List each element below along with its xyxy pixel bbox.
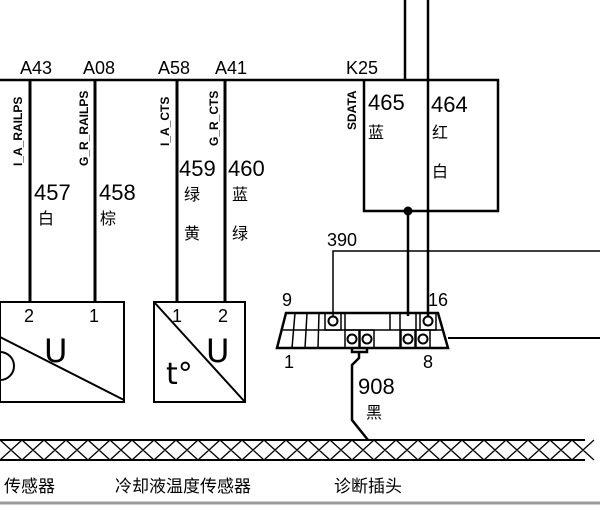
diag-pin-390 [327,315,339,327]
sensor1-pin-b: 1 [89,306,99,326]
wire-460-number: 460 [228,156,265,181]
wire-460-color2: 绿 [232,224,248,243]
sensor2-diagonal [153,301,246,403]
sensor1-diagonal [0,336,125,401]
signal-la-cts: I_A_CTS [158,97,172,146]
sensor1-symbol: U [44,332,67,370]
wire-390 [332,250,600,316]
label-diag-connector: 诊断插头 [334,477,402,497]
sensor2: 1 2 t° U [153,301,246,403]
diag-pin-1: 1 [284,352,294,372]
wire-459-color2: 黄 [184,224,200,243]
pin-a58: A58 [158,58,190,78]
diag-pin-out [417,333,429,345]
sensor1: 2 1 U [0,301,125,403]
sensor1-box [0,301,125,403]
wire-457-number: 457 [34,180,71,205]
wire-465-number: 465 [368,90,405,115]
sensor2-symbol: U [206,332,229,370]
pin-a41: A41 [215,58,247,78]
diag-pin-ground1 [346,333,358,345]
label-coolant-temp-sensor: 冷却液温度传感器 [115,477,251,497]
wire-465-color: 蓝 [368,123,384,142]
sensor1-arc [0,351,15,381]
ground-bus [0,439,595,461]
ground-bus-hatch [0,439,595,461]
wire-908-color: 黑 [366,403,382,422]
wire-458-number: 458 [99,180,136,205]
label-sensor1: 传感器 [4,477,55,497]
pin-k25: K25 [346,58,378,78]
sensor2-pin-b: 2 [218,306,228,326]
wire-464-color2: 白 [432,162,448,181]
wire-465-loop [362,78,500,213]
diag-pin-464 [422,315,434,327]
wire-464-color1: 红 [432,123,448,142]
wire-459-number: 459 [179,156,216,181]
signal-sdata: SDATA [345,90,359,130]
junction-dot [403,206,413,216]
pin-a08: A08 [83,58,115,78]
diag-pin-16: 16 [428,290,448,310]
diag-pin-465 [402,333,414,345]
wire-908 [350,352,369,441]
diag-pin-9: 9 [282,290,292,310]
sensor2-pin-a: 1 [172,306,182,326]
signal-gr-railps: G_R_RAILPS [77,91,91,166]
sensor1-pin-a: 2 [24,306,34,326]
diag-connector: 9 16 1 8 [275,290,450,372]
diag-outline [275,311,450,350]
wire-459-color1: 绿 [184,185,200,204]
sensor2-temp-symbol: t° [166,357,193,392]
wire-908-number: 908 [358,374,395,399]
pin-a43: A43 [20,58,52,78]
wire-460-color1: 蓝 [232,185,248,204]
diag-pin-8: 8 [423,352,433,372]
diag-pin-ground2 [361,333,373,345]
signal-la-railps: I_A_RAILPS [11,97,25,166]
wire-457-color: 白 [38,209,54,228]
wire-390-number: 390 [327,230,357,250]
sensor2-box [153,301,246,403]
wire-464-number: 464 [431,92,468,117]
wire-458-color: 棕 [100,209,116,228]
signal-gr-cts: G_R_CTS [207,91,221,146]
